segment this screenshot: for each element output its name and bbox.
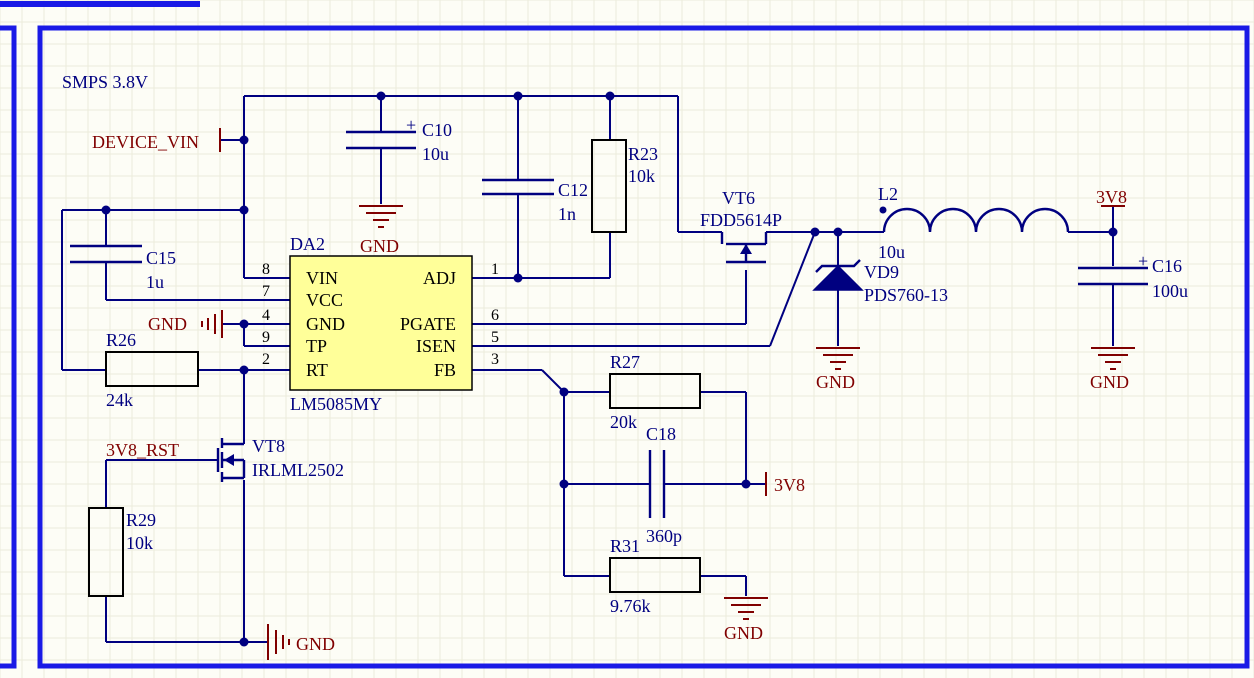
vt6-value: FDD5614P — [700, 210, 782, 230]
r23-value: 10k — [628, 166, 655, 186]
ground-symbol-r31 — [724, 597, 768, 620]
vd9-ref: VD9 — [864, 262, 899, 282]
pin-name-isen: ISEN — [416, 336, 456, 356]
vt6-arrow-icon — [740, 244, 752, 254]
net-port-gnd-ic[interactable]: GND — [148, 310, 223, 338]
pin-name-adj: ADJ — [423, 268, 456, 288]
v3v8-label-output: 3V8 — [1096, 187, 1127, 207]
c15-ref: C15 — [146, 248, 176, 268]
ground-symbol-vd9 — [816, 347, 860, 370]
pin-name-fb: FB — [434, 360, 456, 380]
pin-name-gnd: GND — [306, 314, 345, 334]
pin-name-tp: TP — [306, 336, 327, 356]
c18-value: 360p — [646, 526, 682, 546]
capacitor-c10[interactable]: + C10 10u — [346, 115, 452, 164]
pin-name-rt: RT — [306, 360, 328, 380]
vt8-ref: VT8 — [252, 436, 285, 456]
c15-value: 1u — [146, 272, 164, 292]
sheet-title: SMPS 3.8V — [62, 72, 148, 92]
pin-name-vcc: VCC — [306, 290, 343, 310]
pin-num-7: 7 — [262, 283, 270, 300]
vd9-triangle-icon — [812, 264, 864, 291]
r31-value: 9.76k — [610, 596, 651, 616]
resistor-r29[interactable]: R29 10k — [88, 507, 156, 597]
v3v8-rst-label: 3V8_RST — [106, 440, 179, 460]
sheet-border-left — [0, 25, 17, 669]
wires — [61, 95, 1114, 643]
gnd-label-ic: GND — [148, 314, 187, 334]
pin-num-3: 3 — [491, 351, 499, 368]
net-port-3v8-output[interactable]: 3V8 — [1096, 187, 1127, 207]
pin-name-pgate: PGATE — [400, 314, 456, 334]
pin-num-4: 4 — [262, 307, 270, 324]
ground-symbol-c16 — [1091, 347, 1135, 370]
gnd-label-c10: GND — [360, 236, 399, 256]
ic-lm5085[interactable]: DA2 LM5085MY VIN VCC GND TP RT ADJ PGATE… — [262, 234, 499, 414]
pin-num-2: 2 — [262, 351, 270, 368]
sheet-border-main — [37, 25, 1250, 669]
c10-value: 10u — [422, 144, 449, 164]
gnd-label-vd9: GND — [816, 372, 855, 392]
c12-ref: C12 — [558, 180, 588, 200]
pin-num-9: 9 — [262, 329, 270, 346]
net-port-3v8-fb[interactable]: 3V8 — [765, 472, 805, 496]
junctions — [101, 91, 1118, 647]
capacitor-c16[interactable]: + C16 100u — [1078, 251, 1188, 301]
v3v8-label-fb: 3V8 — [774, 475, 805, 495]
mosfet-vt8[interactable]: VT8 IRLML2502 — [216, 436, 344, 482]
vt8-value: IRLML2502 — [252, 460, 344, 480]
net-port-gnd-bottom[interactable]: GND — [267, 624, 335, 660]
pin-num-8: 8 — [262, 261, 270, 278]
diode-vd9[interactable]: VD9 PDS760-13 — [812, 259, 948, 305]
r23-ref: R23 — [628, 144, 658, 164]
device-vin-label: DEVICE_VIN — [92, 132, 199, 152]
r29-ref: R29 — [126, 510, 156, 530]
pin-num-5: 5 — [491, 329, 499, 346]
gnd-label-c16: GND — [1090, 372, 1129, 392]
ic-designator: DA2 — [290, 234, 325, 254]
c18-ref: C18 — [646, 424, 676, 444]
ic-body — [289, 255, 473, 391]
gnd-label-r31: GND — [724, 623, 763, 643]
r31-ref: R31 — [610, 536, 640, 556]
gnd-label-bottom: GND — [296, 634, 335, 654]
mosfet-vt6[interactable]: VT6 FDD5614P — [700, 188, 782, 264]
l2-polarity-dot — [879, 206, 887, 214]
r27-value: 20k — [610, 412, 637, 432]
capacitor-c12[interactable]: C12 1n — [482, 178, 588, 224]
c10-ref: C10 — [422, 120, 452, 140]
capacitor-c18[interactable]: C18 360p — [646, 424, 682, 546]
vd9-value: PDS760-13 — [864, 285, 948, 305]
c16-ref: C16 — [1152, 256, 1182, 276]
resistor-r23[interactable]: R23 10k — [591, 139, 658, 233]
r29-value: 10k — [126, 533, 153, 553]
c12-value: 1n — [558, 204, 576, 224]
resistor-r26[interactable]: R26 24k — [105, 330, 199, 410]
r27-ref: R27 — [610, 352, 640, 372]
resistor-r31[interactable]: R31 9.76k — [609, 536, 701, 616]
l2-ref: L2 — [878, 184, 898, 204]
c16-polarity-mark: + — [1138, 251, 1148, 271]
l2-value: 10u — [878, 242, 905, 262]
c16-value: 100u — [1152, 281, 1188, 301]
pin-num-6: 6 — [491, 307, 499, 324]
resistor-r27[interactable]: R27 20k — [609, 352, 701, 432]
r26-ref: R26 — [106, 330, 136, 350]
pin-num-1: 1 — [491, 261, 499, 278]
ground-symbol-c10 — [359, 205, 403, 228]
pin-name-vin: VIN — [306, 268, 338, 288]
vt6-ref: VT6 — [722, 188, 755, 208]
ic-part-number: LM5085MY — [290, 394, 382, 414]
vt8-arrow-icon — [224, 454, 234, 466]
net-port-device-vin[interactable]: DEVICE_VIN — [92, 128, 221, 152]
capacitor-c15[interactable]: C15 1u — [70, 244, 176, 292]
c10-polarity-mark: + — [406, 115, 416, 135]
inductor-l2[interactable]: L2 10u — [878, 184, 1070, 262]
r26-value: 24k — [106, 390, 133, 410]
